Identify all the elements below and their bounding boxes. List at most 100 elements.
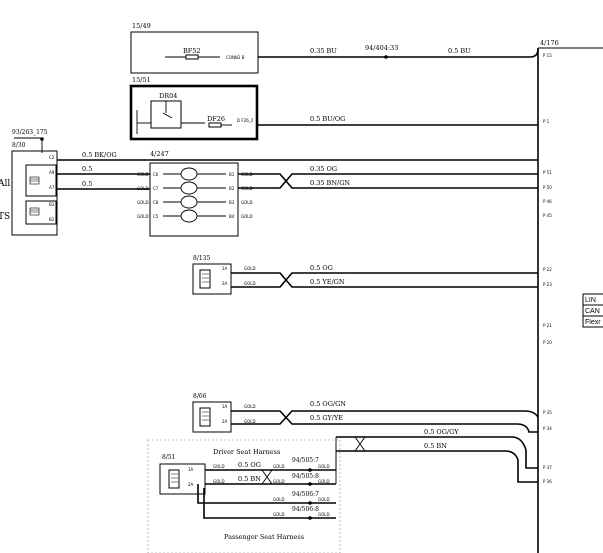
wire-label-05-bn-851: 0.5 BN — [238, 475, 261, 483]
gold-851-4: GOLD — [273, 479, 285, 484]
component-15-49: 15/49 BF52 CONN2 B — [130, 22, 259, 74]
wire-og-gy — [336, 436, 538, 469]
gold-506-b: GOLD — [273, 512, 285, 517]
wire-label-05-og-gn: 0.5 OG/GN — [310, 400, 346, 408]
connector-4-176: 4/176 P 15 P 1 P 51 P 50 P 46 P 45 P 22 … — [537, 39, 603, 553]
splice-94-404-33: 94/404:33 — [365, 44, 398, 52]
wire-label-035-og: 0.35 OG — [310, 165, 337, 173]
pin-p37: P 37 — [543, 465, 552, 470]
component-8-66-label: 8/66 — [193, 393, 207, 400]
pin-p35: P 35 — [543, 410, 552, 415]
pin-p22: P 22 — [543, 267, 552, 272]
pin-p34: P 34 — [543, 426, 552, 431]
gold-506-8: GOLD — [318, 512, 330, 517]
wire-label-035-bu: 0.35 BU — [310, 47, 337, 55]
component-4-247-label: 4/247 — [150, 150, 169, 158]
harness-boundary — [147, 439, 341, 553]
pin-a9: A9 — [49, 170, 55, 175]
pin-df26-2: D F26_2 — [237, 118, 254, 123]
component-15-51-box — [129, 84, 259, 141]
splice-dot-505-8 — [308, 482, 312, 486]
gold-c7: GOLD — [137, 186, 149, 191]
splice-94-505-8: 94/505:8 — [292, 473, 319, 480]
gold-851-3: GOLD — [273, 464, 285, 469]
gold-b3: GOLD — [241, 200, 253, 205]
relay-dr04-label: DR04 — [159, 92, 177, 100]
component-8-30-module-b — [25, 200, 57, 225]
pin-b3: B3 — [49, 202, 55, 207]
driver-seat-harness-label: Driver Seat Harness — [213, 448, 280, 456]
pin-p21: P 21 — [543, 323, 552, 328]
legend-flexray: Flexr — [585, 319, 601, 326]
pin-2a-851: 2A — [188, 482, 194, 487]
component-15-49-label: 15/49 — [132, 22, 151, 30]
component-8-51-box — [159, 463, 206, 495]
gold-505-7: GOLD — [318, 464, 330, 469]
wire-passenger-2 — [203, 488, 336, 519]
pin-c2: C2 — [49, 155, 55, 160]
coil-icons — [163, 167, 226, 223]
pin-a7: A7 — [49, 185, 55, 190]
component-15-49-box — [130, 31, 259, 74]
pin-2a-866: 2A — [222, 419, 228, 424]
pin-p51: P 51 — [543, 170, 552, 175]
pin-p36: P 36 — [543, 479, 552, 484]
splice-dot-1 — [384, 55, 388, 59]
gold-506-7: GOLD — [318, 497, 330, 502]
component-8-30-module-a — [25, 164, 57, 197]
gold-505-8: GOLD — [318, 479, 330, 484]
partial-text-ts: TS — [0, 212, 10, 222]
component-8-135-box — [192, 263, 232, 295]
pin-b1: B1 — [229, 172, 235, 177]
component-8-51-label: 8/51 — [162, 454, 175, 461]
gold-851-2: GOLD — [213, 479, 225, 484]
component-8-66: 8/66 1A 2A GOLD GOLD — [192, 393, 256, 433]
gold-866-2: GOLD — [244, 419, 256, 424]
fuse-df26-label: DF26 — [207, 115, 225, 123]
splice-94-506-7: 94/506:7 — [292, 491, 319, 498]
gold-c6: GOLD — [137, 172, 149, 177]
gold-506-a: GOLD — [273, 497, 285, 502]
wire-label-035-bn-gn: 0.35 BN/GN — [310, 179, 350, 187]
fuse-df26-icon — [208, 122, 222, 128]
wire-label-05-og-851: 0.5 OG — [238, 461, 261, 469]
pin-b2: B2 — [49, 217, 55, 222]
component-15-51-label: 15/51 — [132, 76, 151, 84]
pin-p20: P 20 — [543, 340, 552, 345]
fuse-bf52-label: BF52 — [183, 47, 201, 55]
wire-bn-gn — [238, 173, 538, 189]
wire-label-05-gy-ye: 0.5 GY/YE — [310, 414, 343, 422]
legend: LIN CAN Flexr — [582, 293, 603, 328]
wire-label-05-ye-gn: 0.5 YE/GN — [310, 278, 345, 286]
wire-bn — [336, 450, 538, 483]
component-8-66-box — [192, 401, 232, 433]
pin-b2-right: B2 — [229, 186, 235, 191]
fuse-bf52-icon — [185, 54, 199, 60]
wire-gy-ye — [231, 410, 538, 433]
component-93-263-175-label: 93/263_175 — [12, 129, 48, 136]
wire-og-8135 — [231, 272, 538, 288]
pin-c6: C6 — [153, 172, 159, 177]
wire-label-05-bn: 0.5 BN — [424, 442, 447, 450]
wire-ye-gn — [231, 272, 538, 288]
wire-label-05-a: 0.5 — [82, 165, 92, 173]
pin-p50: P 50 — [543, 185, 552, 190]
module-icon — [29, 176, 40, 216]
pin-p1: P 1 — [543, 119, 550, 124]
splice-dot-506-7 — [308, 501, 312, 505]
component-15-51: 15/51 DR04 DF26 D F26_2 — [129, 76, 259, 141]
pin-1a-851: 1A — [188, 467, 194, 472]
pin-p46: P 46 — [543, 199, 552, 204]
legend-can: CAN — [585, 308, 600, 315]
wire-label-05-bk-og: 0.5 BK/OG — [82, 151, 117, 159]
wire-passenger-1 — [197, 484, 336, 504]
pin-2a-8135: 2A — [222, 281, 228, 286]
gold-b4: GOLD — [241, 214, 253, 219]
legend-box — [582, 293, 603, 328]
wire-label-05-bu: 0.5 BU — [448, 47, 471, 55]
wire-label-05-bu-og: 0.5 BU/OG — [310, 115, 345, 123]
component-8-30-box — [11, 150, 58, 236]
pin-p15: P 15 — [543, 53, 552, 58]
gold-8135-2: GOLD — [244, 281, 256, 286]
component-8-30-label: 8/30 — [12, 142, 26, 149]
